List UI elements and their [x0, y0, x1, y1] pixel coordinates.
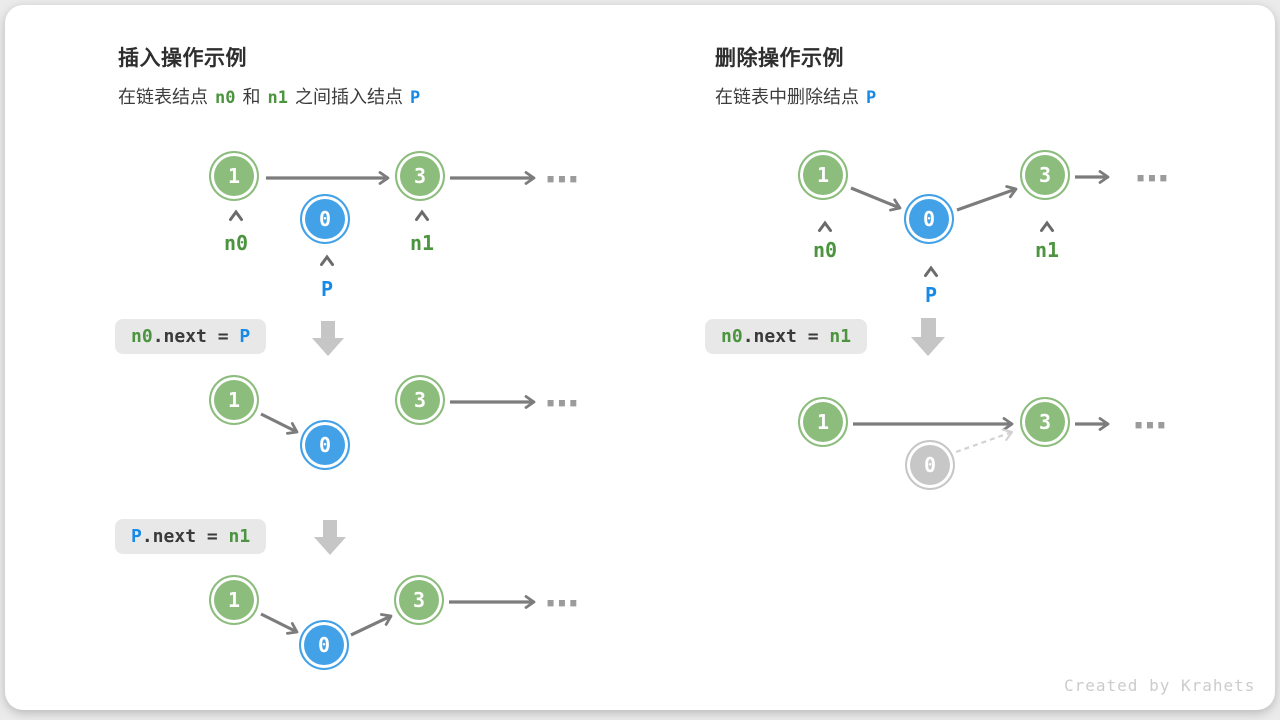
node-value: 0: [922, 207, 936, 231]
ellipsis: ⋯: [545, 584, 579, 624]
list-node-p: 0: [904, 194, 954, 244]
credit-text: Created by Krahets: [1064, 676, 1256, 695]
node-value: 0: [318, 433, 332, 457]
node-value: 3: [1038, 163, 1052, 187]
label-p: P: [924, 283, 938, 307]
list-node-p: 0: [300, 194, 350, 244]
list-node-p: 0: [300, 420, 350, 470]
keyword-n1: n1: [267, 88, 288, 108]
list-node-p: 0: [299, 620, 349, 670]
list-node-3: 3: [1020, 397, 1070, 447]
list-node-3: 3: [394, 575, 444, 625]
ellipsis: ⋯: [1135, 159, 1169, 199]
ellipsis: ⋯: [545, 160, 579, 200]
node-value: 3: [413, 388, 427, 412]
node-value: 3: [412, 588, 426, 612]
insert-section-subtitle: 在链表结点 n0 和 n1 之间插入结点 P: [118, 83, 427, 109]
code-keyword-n0: n0: [131, 326, 153, 347]
node-value: 3: [1038, 410, 1052, 434]
list-node-1: 1: [209, 575, 259, 625]
list-node-3: 3: [395, 375, 445, 425]
node-value: 1: [816, 163, 830, 187]
delete-section-subtitle: 在链表中删除结点 P: [715, 83, 883, 109]
code-keyword-n0: n0: [721, 326, 743, 347]
list-node-1: 1: [798, 150, 848, 200]
ellipsis: ⋯: [545, 384, 579, 424]
code-keyword-n1: n1: [829, 326, 852, 347]
node-value: 0: [318, 207, 332, 231]
ellipsis: ⋯: [1133, 406, 1167, 446]
node-value: 0: [317, 633, 331, 657]
list-node-1: 1: [209, 375, 259, 425]
list-node-p-removed: 0: [905, 440, 955, 490]
code-box-insert-step1: n0.next = P: [115, 319, 267, 354]
node-value: 1: [227, 588, 241, 612]
list-node-3: 3: [395, 151, 445, 201]
label-p: P: [320, 277, 334, 301]
list-node-1: 1: [209, 151, 259, 201]
subtitle-text: 之间插入结点: [294, 87, 403, 107]
code-text: .next =: [141, 526, 229, 547]
code-box-insert-step2: P.next = n1: [115, 519, 267, 554]
delete-section-title: 删除操作示例: [715, 47, 844, 70]
label-n0: n0: [223, 231, 249, 255]
keyword-p: P: [409, 88, 421, 108]
subtitle-text: 在链表中删除结点: [715, 87, 859, 107]
node-value: 0: [923, 453, 937, 477]
keyword-n0: n0: [215, 88, 236, 108]
code-text: .next =: [152, 326, 240, 347]
label-n1: n1: [409, 231, 435, 255]
node-value: 1: [227, 388, 241, 412]
code-keyword-n1: n1: [228, 526, 251, 547]
code-text: .next =: [742, 326, 830, 347]
code-keyword-p: P: [131, 526, 142, 547]
insert-section-title: 插入操作示例: [118, 47, 247, 70]
node-value: 1: [227, 164, 241, 188]
code-keyword-p: P: [239, 326, 251, 347]
label-n1: n1: [1034, 238, 1060, 262]
subtitle-text: 和: [242, 87, 261, 107]
label-n0: n0: [812, 238, 838, 262]
code-box-delete-step1: n0.next = n1: [705, 319, 868, 354]
keyword-p: P: [866, 88, 877, 108]
list-node-3: 3: [1020, 150, 1070, 200]
subtitle-text: 在链表结点: [118, 87, 208, 107]
node-value: 3: [413, 164, 427, 188]
node-value: 1: [816, 410, 830, 434]
figure-card: [5, 5, 1275, 710]
list-node-1: 1: [798, 397, 848, 447]
